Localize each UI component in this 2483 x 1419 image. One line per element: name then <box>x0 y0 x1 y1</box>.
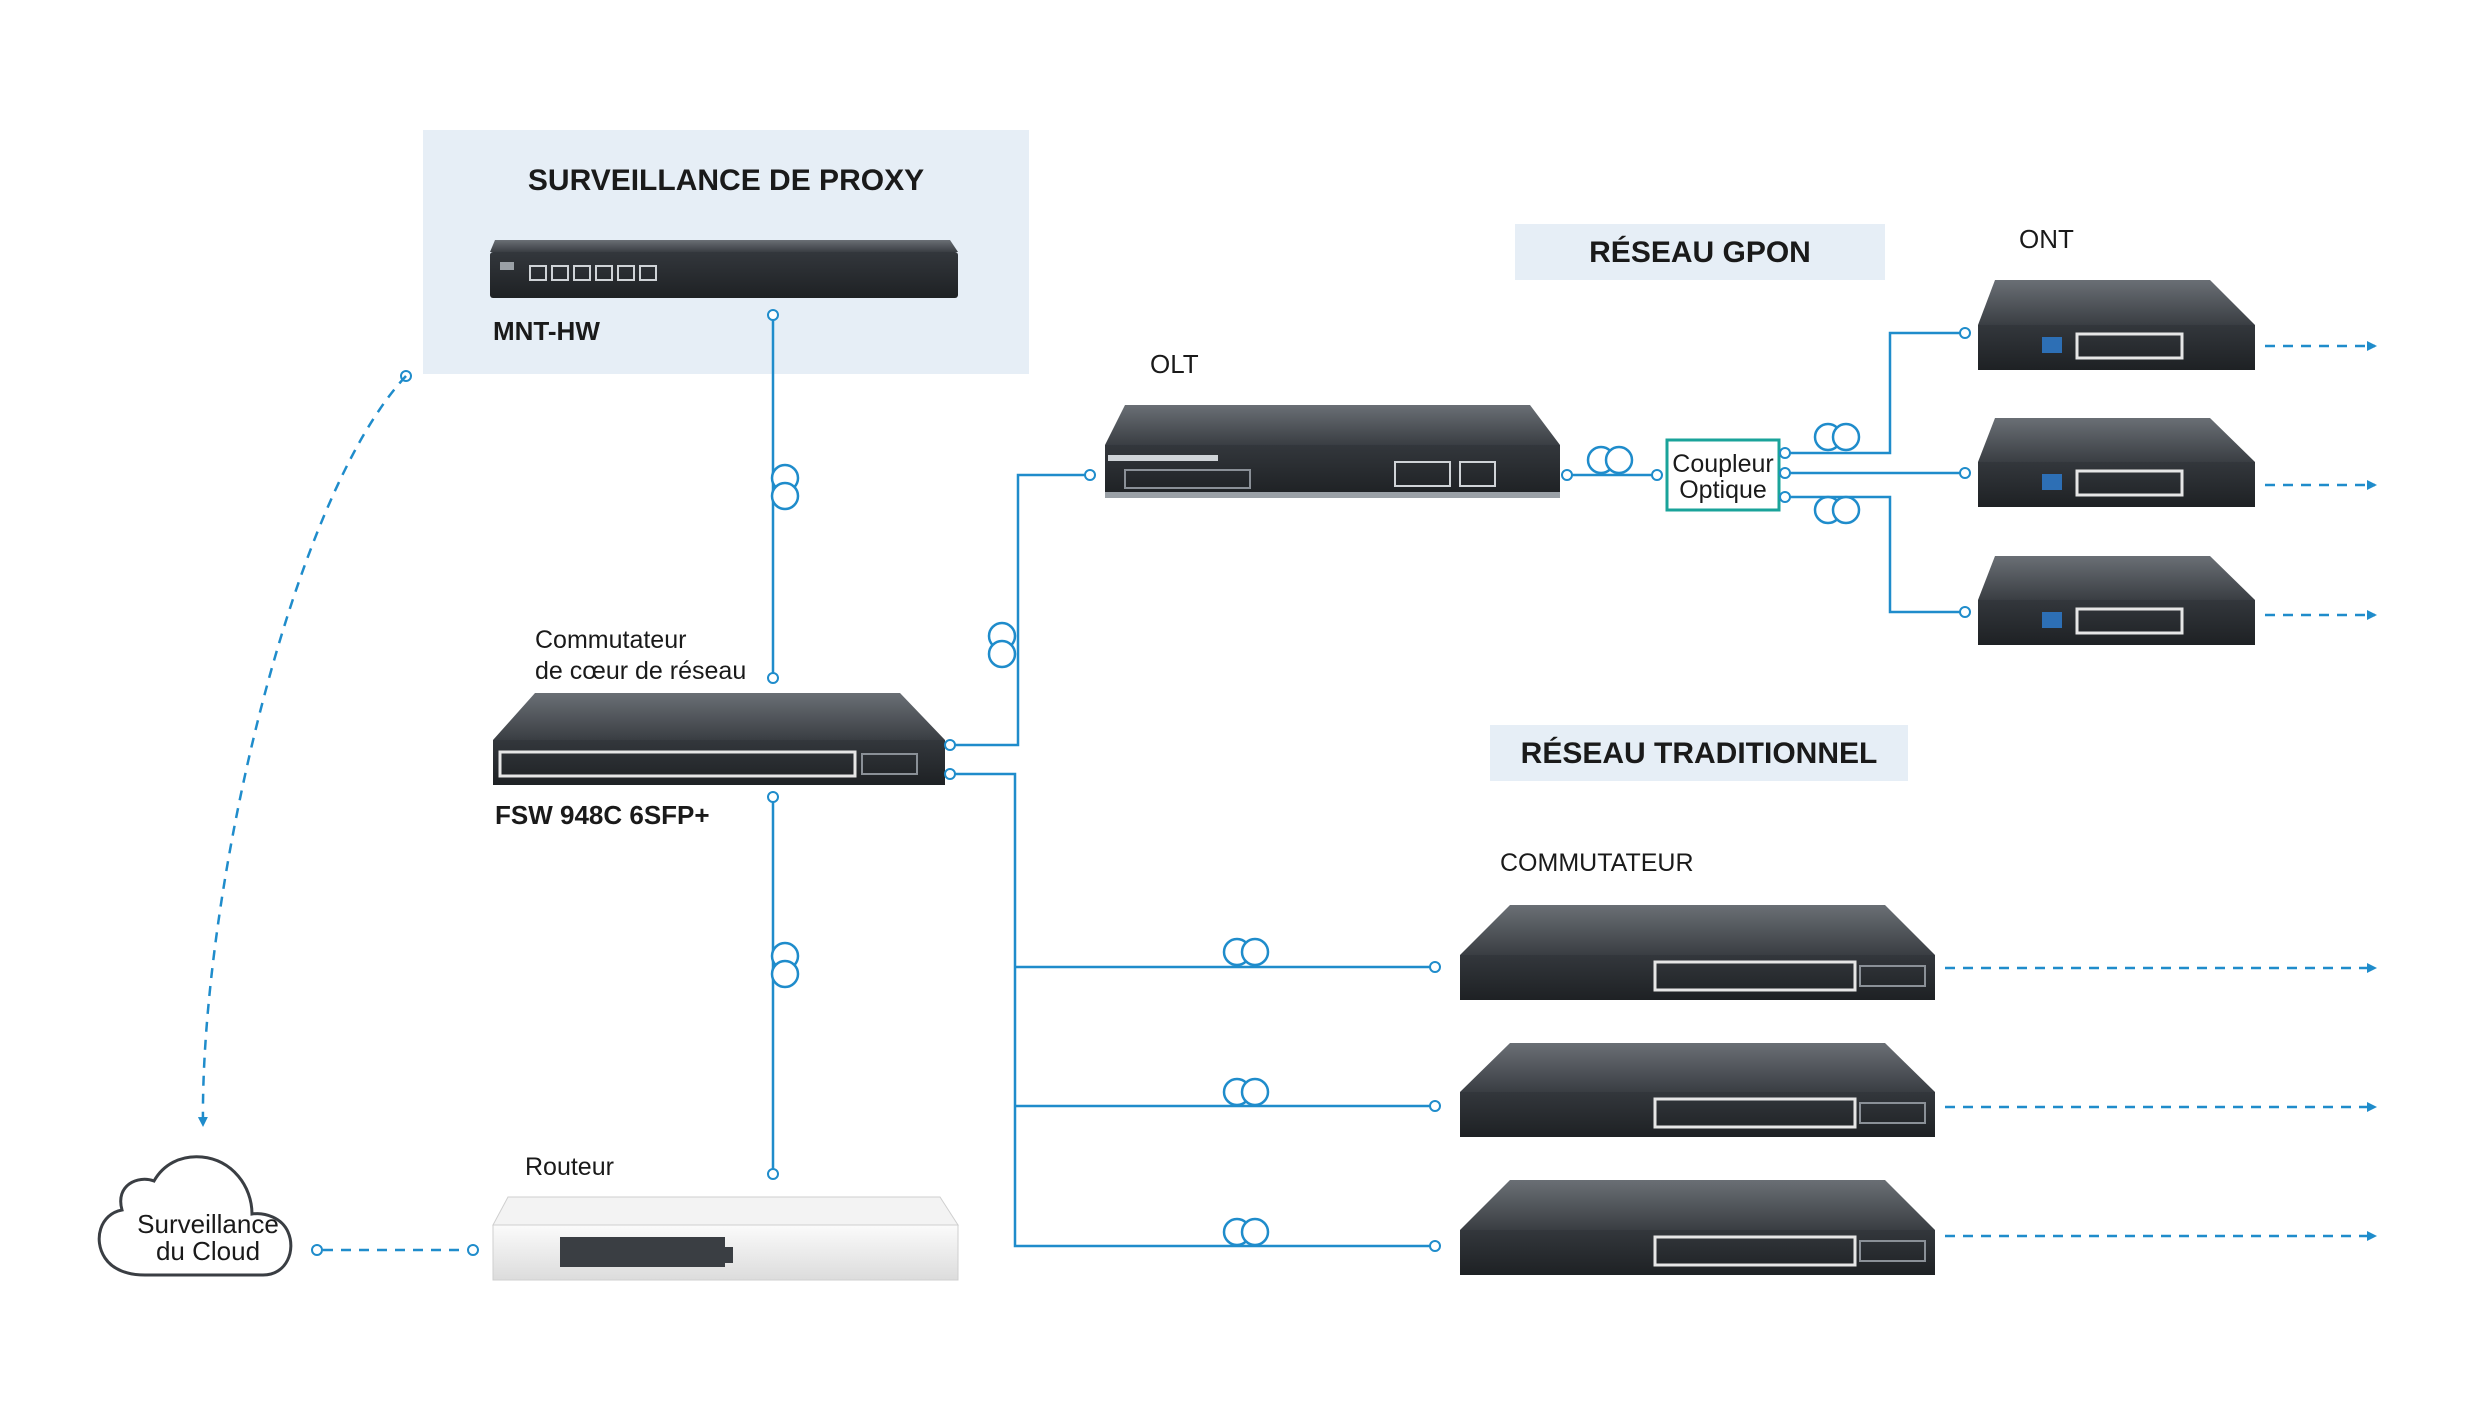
connector-dot <box>1959 467 1971 479</box>
connector-dot <box>767 672 779 684</box>
fiber-loop-icon <box>1222 937 1270 967</box>
connector-dot <box>311 1244 323 1256</box>
gpon-title-panel <box>1515 224 1885 280</box>
olt-label: OLT <box>1150 349 1199 379</box>
connector-dot <box>767 1168 779 1180</box>
proxy-title: SURVEILLANCE DE PROXY <box>528 164 924 197</box>
router-label: Routeur <box>525 1153 614 1181</box>
connector-dot <box>1779 491 1791 503</box>
fiber-loop-icon <box>1813 495 1861 525</box>
ont-device <box>1978 418 2255 507</box>
fiber-loop-icon <box>1813 422 1861 452</box>
fiber-loop-icon <box>770 941 800 989</box>
traditional-title: RÉSEAU TRADITIONNEL <box>1521 736 1878 770</box>
fiber-loop-icon <box>1222 1077 1270 1107</box>
olt-device <box>1105 405 1560 498</box>
cloud-label-line2: du Cloud <box>156 1236 260 1266</box>
connector-dot <box>1429 1240 1441 1252</box>
fiber-loop-icon <box>987 621 1017 669</box>
core-switch-device <box>493 693 945 785</box>
link-proxy-cloud <box>197 375 407 1127</box>
connector-dot <box>467 1244 479 1256</box>
connector-dot <box>1084 469 1096 481</box>
gpon-title: RÉSEAU GPON <box>1589 235 1811 269</box>
core-switch-label-line2: de cœur de réseau <box>535 657 746 685</box>
connector-dot <box>1429 961 1441 973</box>
connector-dot <box>767 791 779 803</box>
access-switch-device <box>1460 1043 1935 1137</box>
switch-label: COMMUTATEUR <box>1500 849 1694 877</box>
connector-dot <box>1651 469 1663 481</box>
core-switch-model: FSW 948C 6SFP+ <box>495 800 710 830</box>
access-switch-device <box>1460 1180 1935 1275</box>
fiber-loop-icon <box>770 463 800 511</box>
connector-dot <box>1561 469 1573 481</box>
connector-dot <box>1959 327 1971 339</box>
cloud-label-line1: Surveillance <box>137 1209 279 1239</box>
ont-label: ONT <box>2019 224 2074 254</box>
link-coupler-ont-1 <box>1785 331 1965 455</box>
core-switch-label-line1: Commutateur <box>535 626 686 654</box>
coupler-label-line1: Coupleur <box>1672 450 1773 478</box>
fiber-loop-icon <box>1222 1217 1270 1247</box>
link-coupler-ont-3 <box>1785 495 1965 614</box>
connector-dot <box>1779 467 1791 479</box>
connector-dot <box>944 739 956 751</box>
coupler-label-line2: Optique <box>1679 476 1767 504</box>
traditional-title-panel <box>1490 725 1908 781</box>
connector-dot <box>1779 447 1791 459</box>
router-device <box>492 1196 959 1281</box>
access-switch-device <box>1460 905 1935 1000</box>
fiber-loop-icon <box>1586 445 1634 475</box>
connector-dot <box>767 309 779 321</box>
cloud-icon <box>97 1155 293 1277</box>
connector-dot <box>1959 606 1971 618</box>
mnt-hw-device <box>490 240 958 298</box>
mnt-hw-label: MNT-HW <box>493 316 600 346</box>
link-core-switches <box>952 772 1435 1248</box>
optical-coupler-box <box>1665 438 1781 512</box>
connector-dot <box>944 768 956 780</box>
ont-device <box>1978 556 2255 645</box>
ont-device <box>1978 280 2255 370</box>
link-core-olt <box>952 473 1090 747</box>
connector-dot <box>1429 1100 1441 1112</box>
